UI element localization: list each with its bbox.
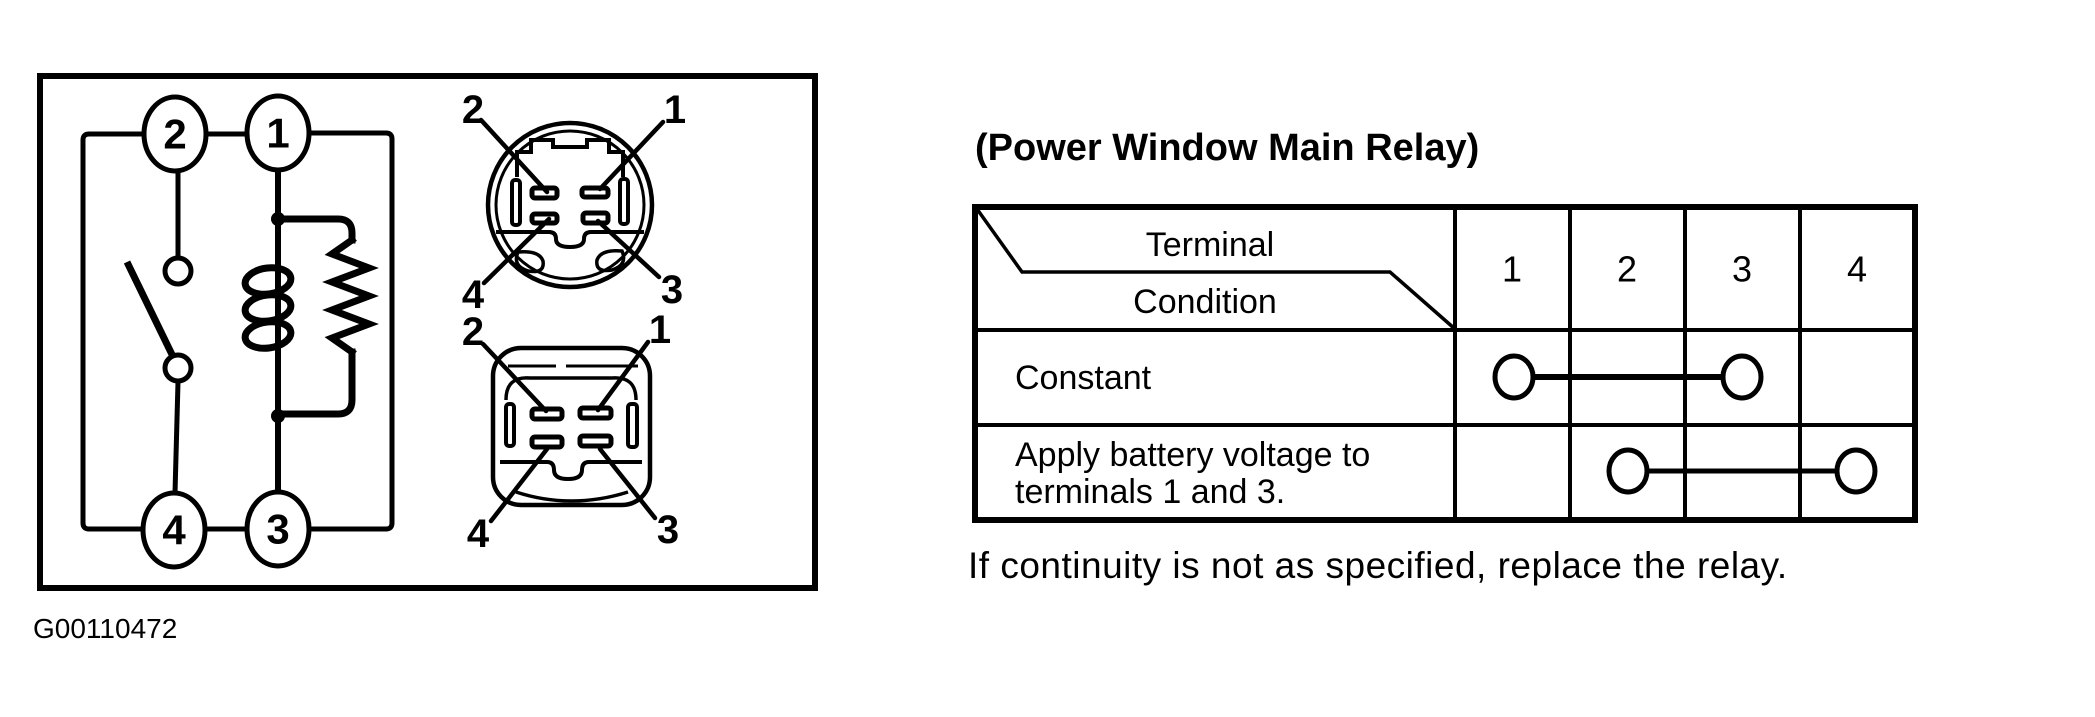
round-connector-inner-rim <box>494 129 646 281</box>
coil-resistor-branch <box>241 170 379 492</box>
condition-text: Constant <box>1015 359 1152 397</box>
square-connector-pin-slots <box>529 405 614 450</box>
resistor <box>274 215 379 418</box>
square-pin-label-2: 2 <box>462 310 484 354</box>
round-connector-labels: 2 1 4 3 <box>462 88 686 317</box>
leader-pin-2 <box>478 117 550 195</box>
column-header-3: 3 <box>1732 249 1752 290</box>
square-pin-label-3: 3 <box>657 508 679 552</box>
terminal-number: 4 <box>162 507 186 554</box>
square-connector-outline <box>490 345 653 508</box>
leader-pin-2 <box>480 341 549 414</box>
column-header-2: 2 <box>1617 249 1637 290</box>
square-connector-side-slot-right <box>626 402 639 449</box>
round-pin-label-2: 2 <box>462 88 484 132</box>
continuity-marker-1-3 <box>1492 353 1764 401</box>
leader-pin-3 <box>595 218 662 280</box>
condition-text-line1: Apply battery voltage to <box>1015 436 1370 474</box>
table-row-constant: Constant <box>1015 353 1764 401</box>
pin-slot-1 <box>579 185 611 200</box>
square-connector-leader-lines <box>480 339 658 524</box>
square-connector-labels: 2 1 4 3 <box>462 308 679 556</box>
pin-slot-3 <box>577 433 614 449</box>
continuity-circle <box>1606 447 1650 495</box>
relay-title: (Power Window Main Relay) <box>975 127 1479 169</box>
switch-pivot-circle <box>162 352 194 384</box>
terminal-circles: 2 1 4 3 <box>140 93 312 570</box>
round-connector-outer-rim <box>485 120 655 290</box>
table-row-apply-voltage: Apply battery voltage to terminals 1 and… <box>1015 436 1878 511</box>
terminal-circle-4: 4 <box>140 490 208 570</box>
leader-pin-4 <box>488 446 550 524</box>
leader-pin-1 <box>595 339 651 413</box>
round-pin-label-3: 3 <box>661 268 683 312</box>
pin-slot-4 <box>529 434 565 450</box>
square-pin-label-1: 1 <box>649 308 671 352</box>
terminal-column-headers: 1 2 3 4 <box>1502 249 1867 290</box>
figure-code: G00110472 <box>33 613 177 644</box>
schematic-box: 2 1 4 3 <box>37 73 818 591</box>
terminal-number: 2 <box>163 111 186 158</box>
terminal-number: 3 <box>266 506 289 553</box>
header-terminal-label: Terminal <box>1146 226 1274 264</box>
continuity-marker-2-4 <box>1606 447 1878 495</box>
leader-pin-4 <box>481 216 552 286</box>
leader-pin-1 <box>597 119 666 192</box>
square-connector-lower-wave <box>500 460 642 482</box>
square-connector-side-slot-left <box>504 402 516 448</box>
terminal-circle-2: 2 <box>141 94 209 174</box>
column-header-4: 4 <box>1847 249 1867 290</box>
leader-pin-3 <box>597 446 658 521</box>
round-connector-pin-slots <box>529 185 611 226</box>
header-condition-label: Condition <box>1133 283 1277 321</box>
replace-relay-note: If continuity is not as specified, repla… <box>968 545 1788 586</box>
column-header-1: 1 <box>1502 249 1522 290</box>
terminal-circle-1: 1 <box>244 93 312 173</box>
round-connector: 2 1 4 3 <box>462 88 686 317</box>
continuity-circle <box>1834 447 1878 495</box>
header-diagonal-divider <box>975 207 1457 331</box>
round-connector-side-slot-left <box>510 178 522 227</box>
relay-wire-frame <box>80 130 395 532</box>
square-connector: 2 1 4 3 <box>462 308 679 556</box>
round-pin-label-1: 1 <box>664 88 686 132</box>
square-connector-bottom-arc <box>515 490 629 503</box>
switch-wire-bottom <box>172 381 181 494</box>
terminal-circle-3: 3 <box>244 489 312 569</box>
terminal-number: 1 <box>266 110 289 157</box>
round-connector-lower-right-detail <box>595 248 626 273</box>
square-pin-label-4: 4 <box>467 512 490 556</box>
round-pin-label-4: 4 <box>462 273 485 317</box>
table-border <box>972 204 1918 523</box>
square-connector-inner-top <box>504 376 638 401</box>
continuity-circle <box>1720 353 1764 401</box>
round-connector-lower-wave <box>496 230 644 250</box>
pin-slot-3 <box>580 210 611 226</box>
round-connector-leader-lines <box>478 117 666 286</box>
continuity-circle <box>1492 353 1536 401</box>
switch-blade <box>123 260 184 373</box>
schematic-border <box>37 73 818 591</box>
switch-branch <box>123 171 194 494</box>
round-connector-lower-left-detail <box>514 249 545 274</box>
round-connector-side-slot-right <box>618 177 630 226</box>
coil <box>241 264 295 352</box>
round-connector-key-shape <box>515 138 625 177</box>
continuity-table: Terminal Condition 1 2 3 4 Constant Appl… <box>972 204 1918 523</box>
pin-slot-1 <box>577 405 614 421</box>
condition-text-line2: terminals 1 and 3. <box>1015 473 1285 511</box>
switch-contact-circle <box>162 255 194 287</box>
table-grid <box>975 207 1915 520</box>
